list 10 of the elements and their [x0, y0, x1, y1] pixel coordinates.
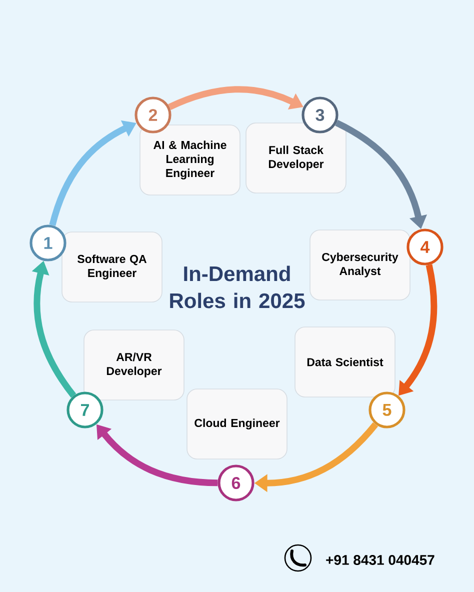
role-card: AR/VR Developer	[84, 330, 184, 400]
number-badge: 4	[406, 228, 444, 266]
role-card: Software QA Engineer	[62, 232, 162, 302]
role-card: Cybersecurity Analyst	[310, 230, 410, 300]
phone-number: +91 8431 040457	[326, 555, 434, 565]
title: In-Demand Roles in 2025	[170, 266, 305, 308]
role-card: AI & Machine Learning Engineer	[140, 124, 240, 196]
role-card: Cloud Engineer	[186, 388, 288, 460]
role-card: Full Stack Developer	[246, 122, 346, 194]
role-card: Data Scientist	[294, 326, 396, 398]
